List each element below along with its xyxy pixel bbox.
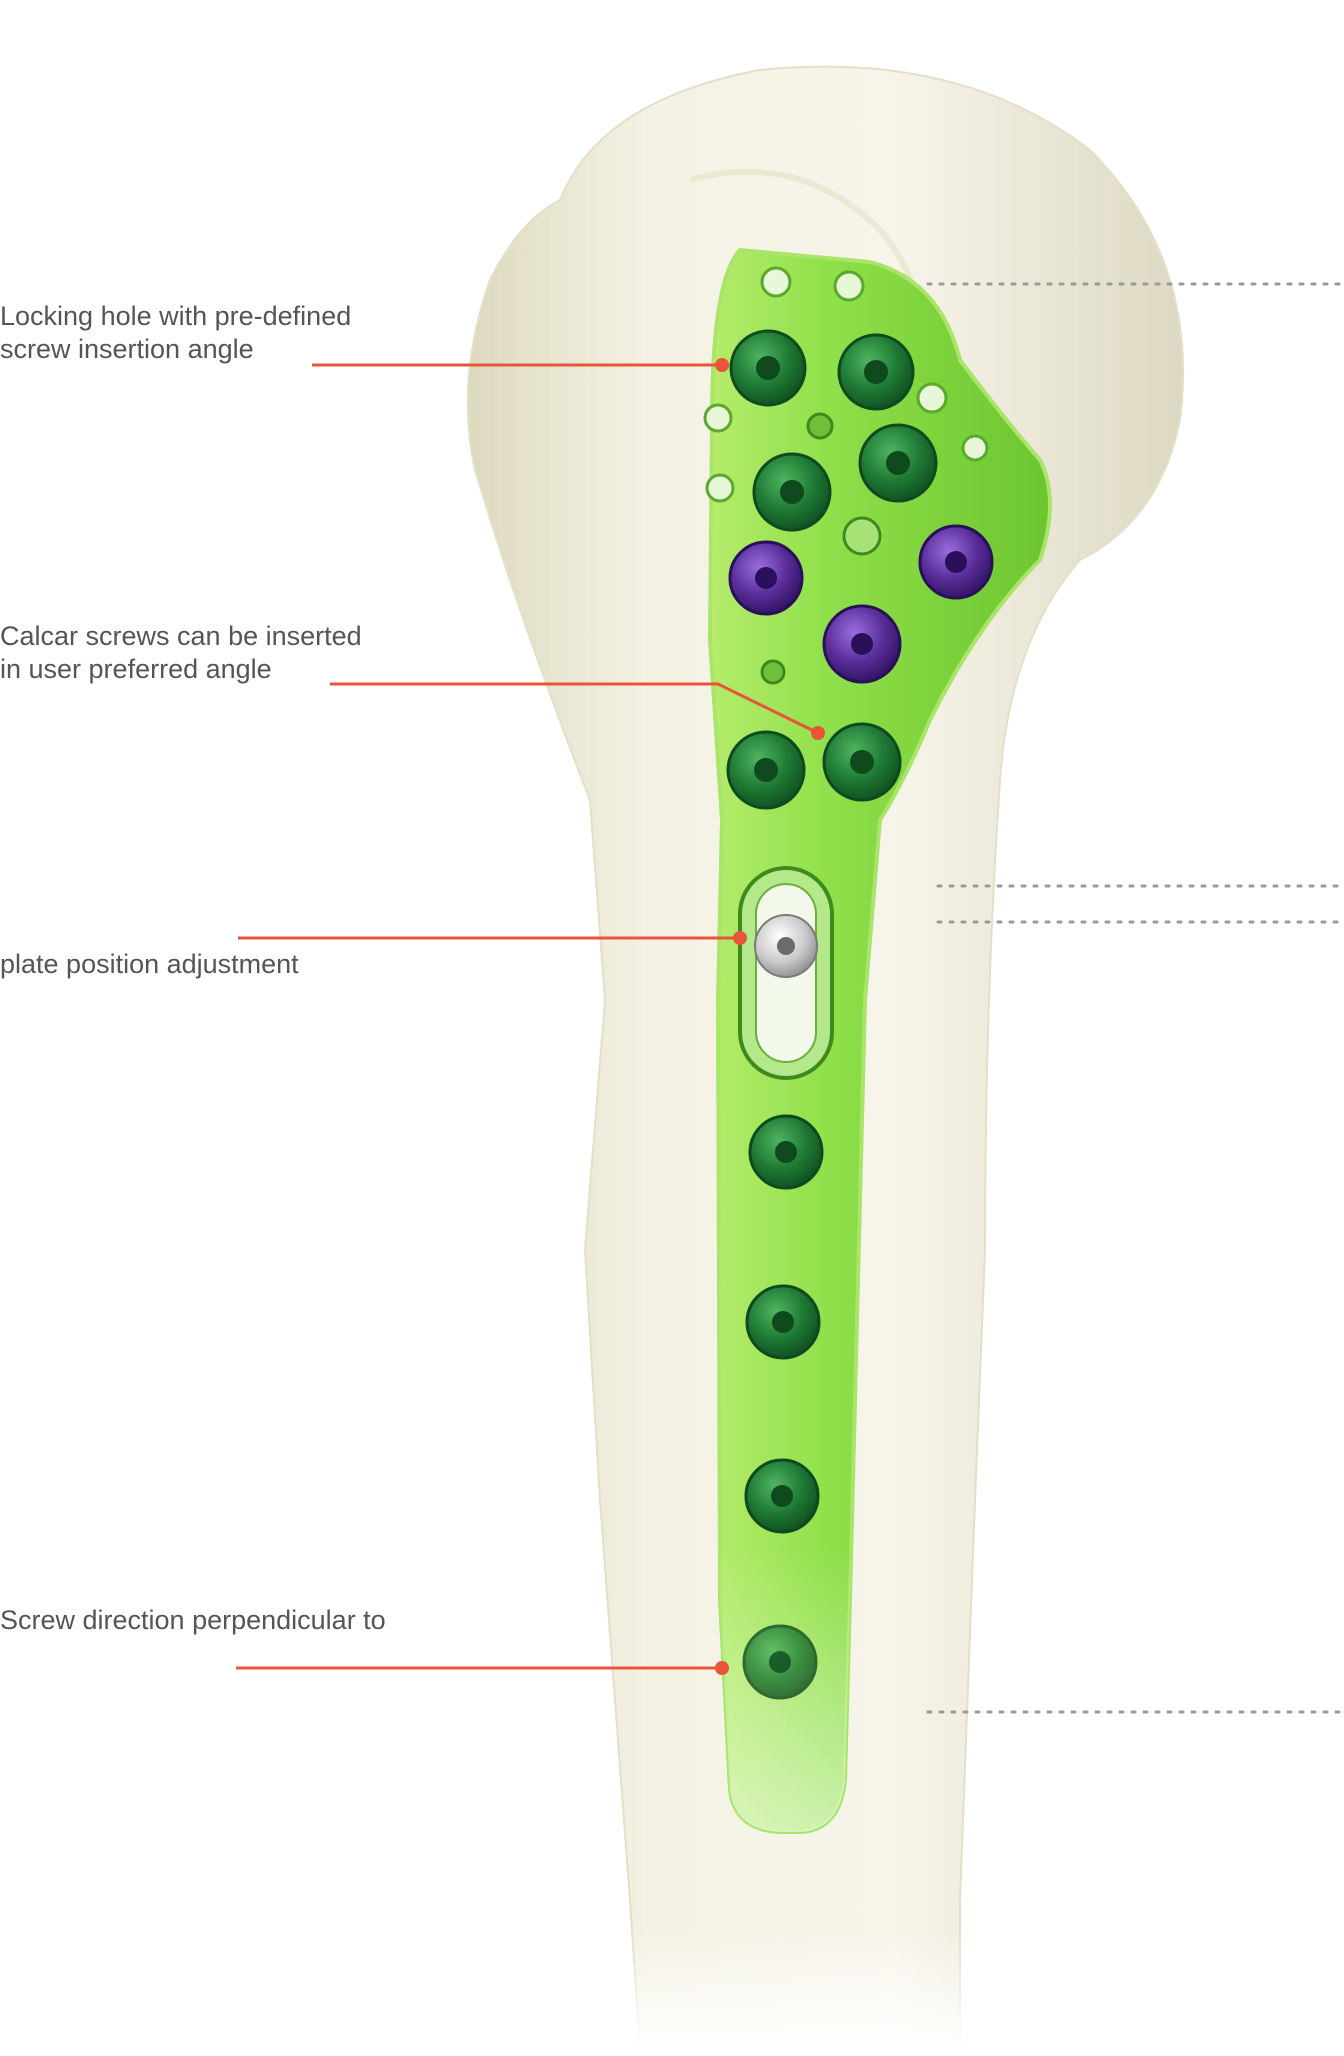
leader-lines (236, 363, 819, 1670)
callout-line: plate position adjustment (0, 949, 299, 979)
oblong-slot (738, 866, 834, 1080)
callout-line: Calcar screws can be inserted (0, 621, 362, 651)
callout-line: in user preferred angle (0, 654, 272, 684)
callout-locking-hole: Locking hole with pre-defined screw inse… (0, 300, 351, 366)
callout-line: Screw direction perpendicular to (0, 1605, 386, 1635)
small-holes (703, 266, 989, 685)
callout-line: screw insertion angle (0, 334, 254, 364)
leader-dots (715, 358, 825, 1675)
callout-line: Locking hole with pre-defined (0, 301, 352, 331)
purple-screws (728, 524, 994, 684)
callout-plate-adjustment: plate position adjustment (0, 948, 299, 981)
green-screws (726, 329, 938, 1700)
callout-calcar-screws: Calcar screws can be inserted in user pr… (0, 620, 362, 686)
dotted-guides (926, 282, 1344, 1714)
callout-screw-direction: Screw direction perpendicular to (0, 1604, 386, 1637)
locking-plate (707, 247, 1052, 1834)
